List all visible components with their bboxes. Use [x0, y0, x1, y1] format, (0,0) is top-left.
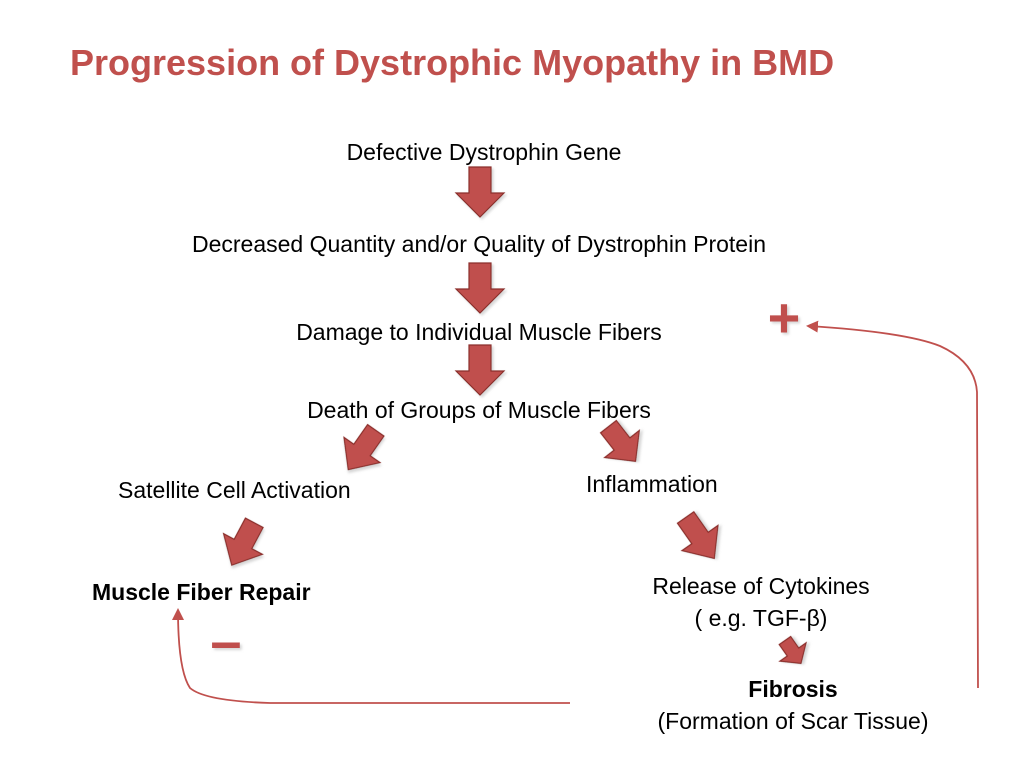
arrow-death-to-satellite — [343, 423, 385, 471]
node-decreased-protein: Decreased Quantity and/or Quality of Dys… — [191, 231, 767, 257]
arrow-protein-to-damage — [454, 262, 506, 314]
fibrosis-label: Fibrosis — [748, 676, 838, 702]
node-fiber-death: Death of Groups of Muscle Fibers — [307, 397, 651, 423]
arrow-gene-to-protein — [454, 166, 506, 218]
fibrosis-description: (Formation of Scar Tissue) — [657, 708, 929, 734]
positive-feedback-sign: + — [768, 286, 801, 349]
arrow-damage-to-death — [454, 344, 506, 396]
node-fibrosis: Fibrosis (Formation of Scar Tissue) — [658, 673, 929, 737]
negative-feedback-sign: – — [210, 609, 241, 672]
arrow-cytokines-to-fibrosis — [778, 635, 808, 665]
arrow-satellite-to-repair — [222, 517, 264, 566]
node-defective-gene: Defective Dystrophin Gene — [346, 139, 622, 165]
node-satellite-activation: Satellite Cell Activation — [118, 477, 351, 503]
arrow-inflammation-to-cytokines — [676, 510, 719, 560]
node-cytokines-release: Release of Cytokines ( e.g. TGF-β) — [652, 570, 869, 634]
arrow-death-to-inflammation — [599, 419, 641, 463]
cytokines-example: ( e.g. TGF-β) — [694, 605, 828, 631]
page-title: Progression of Dystrophic Myopathy in BM… — [70, 42, 835, 83]
node-inflammation: Inflammation — [586, 471, 718, 497]
negative-feedback-line — [172, 608, 570, 704]
node-fiber-damage: Damage to Individual Muscle Fibers — [296, 319, 662, 345]
positive-feedback-line — [806, 320, 979, 689]
cytokines-label: Release of Cytokines — [652, 573, 870, 599]
node-fiber-repair: Muscle Fiber Repair — [92, 579, 311, 605]
